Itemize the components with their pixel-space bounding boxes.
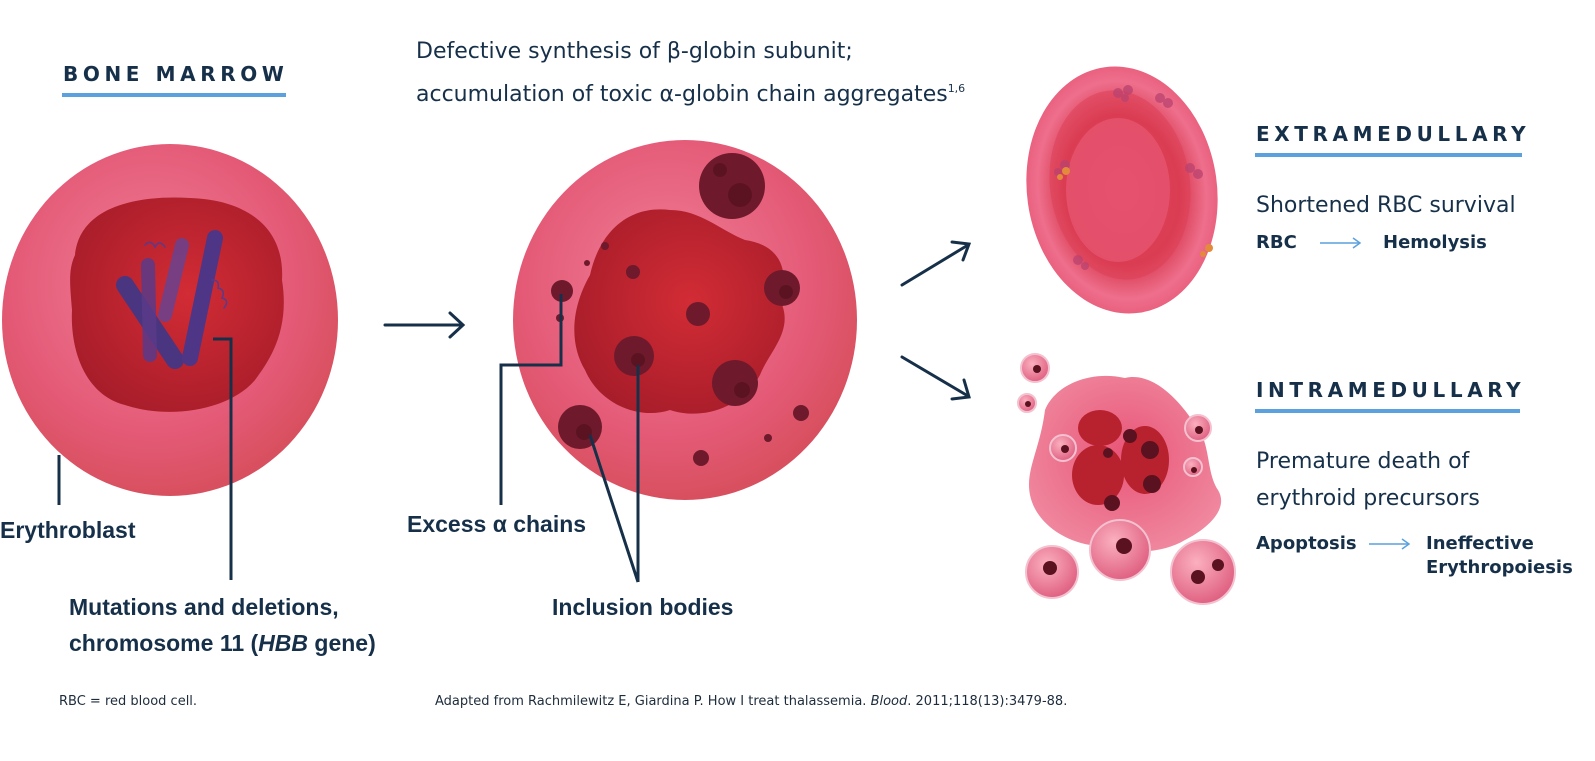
flow-rbc: RBC: [1256, 232, 1297, 253]
citation-footnote: Adapted from Rachmilewitz E, Giardina P.…: [435, 694, 1068, 709]
arrow-up-right-icon: [900, 240, 972, 287]
bone-marrow-underline: [62, 93, 286, 97]
red-blood-cell-illustration: [1026, 66, 1218, 314]
erythroblast-cell-illustration: [2, 144, 338, 496]
extramedullary-underline: [1255, 153, 1522, 157]
leader-lines-cell2: [499, 294, 640, 583]
intramedullary-title: INTRAMEDULLARY: [1256, 378, 1526, 402]
arrow-down-right-icon: [900, 355, 971, 401]
chromosome-icon: [116, 230, 228, 369]
process-line-1: Defective synthesis of β-globin subunit;: [416, 39, 853, 64]
process-description: Defective synthesis of β-globin subunit;…: [416, 33, 965, 113]
flow-ineffective-erythropoiesis: Ineffective Erythropoiesis: [1426, 533, 1573, 578]
abbreviation-footnote: RBC = red blood cell.: [59, 694, 198, 709]
thalassemic-erythroblast-illustration: [513, 140, 857, 500]
extramedullary-description: Shortened RBC survival: [1256, 193, 1516, 218]
flow-arrow-ineffective-icon: [1369, 538, 1411, 550]
erythroblast-label: Erythroblast: [0, 517, 136, 543]
apoptotic-precursor-illustration: [1017, 353, 1236, 605]
excess-alpha-chains-label: Excess α chains: [407, 511, 587, 537]
flow-hemolysis: Hemolysis: [1383, 232, 1487, 253]
arrow-right-icon: [383, 311, 466, 339]
intramedullary-underline: [1255, 409, 1520, 413]
hbb-gene-name: HBB: [258, 630, 309, 656]
process-line-2: accumulation of toxic α-globin chain agg…: [416, 82, 966, 107]
flow-arrow-hemolysis-icon: [1320, 237, 1362, 249]
flow-apoptosis: Apoptosis: [1256, 533, 1357, 554]
inclusion-bodies-label: Inclusion bodies: [552, 594, 734, 620]
intramedullary-description: Premature death of erythroid precursors: [1256, 449, 1480, 511]
bone-marrow-title: BONE MARROW: [63, 62, 289, 86]
journal-name: Blood: [870, 694, 908, 709]
leader-lines-erythroblast: [57, 337, 233, 580]
citation-superscript: 1,6: [947, 82, 966, 95]
mutations-label: Mutations and deletions, chromosome 11 (…: [69, 594, 376, 656]
extramedullary-title: EXTRAMEDULLARY: [1256, 122, 1531, 146]
